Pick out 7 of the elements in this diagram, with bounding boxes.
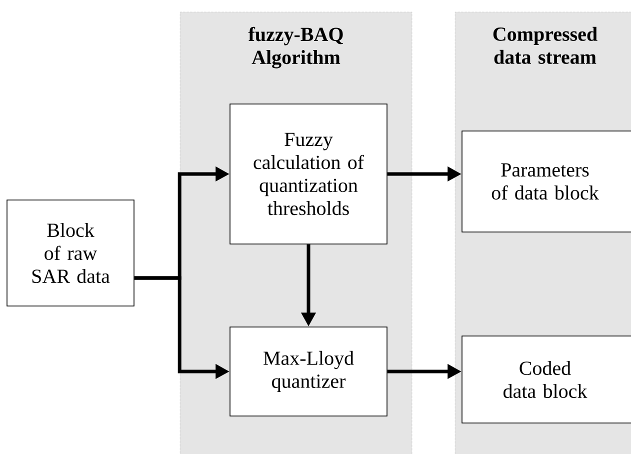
process-box: Block of raw SAR data [6,200,134,306]
process-box: Coded data block [462,336,631,424]
panel-heading: fuzzy-BAQ Algorithm [248,26,343,68]
process-box: Fuzzy calculation of quantization thresholds [230,104,388,244]
panel-heading: Compressed data stream [493,26,598,64]
process-box: Max-Lloyd quantizer [230,326,388,416]
process-box: Parameters of data block [462,130,631,232]
